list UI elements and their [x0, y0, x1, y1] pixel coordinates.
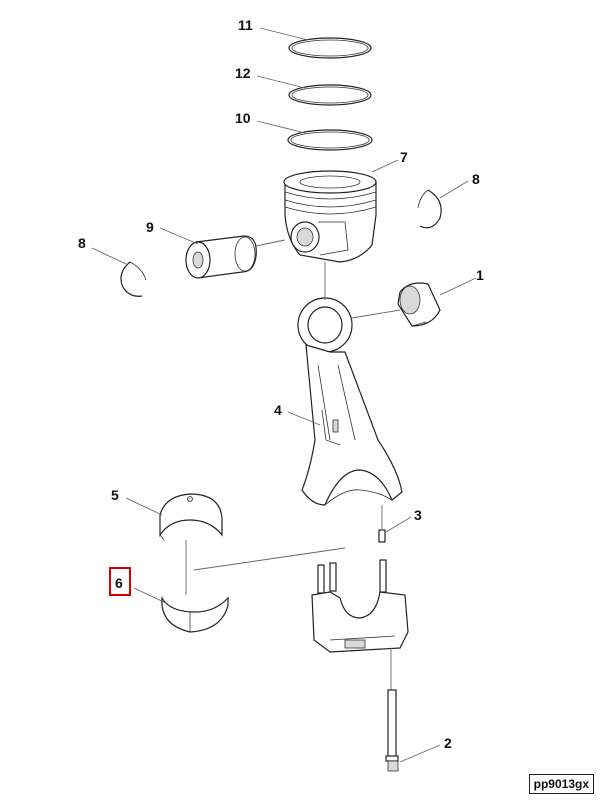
- part-5-upper-bearing-shell[interactable]: [159, 493, 223, 541]
- callout-10[interactable]: 10: [235, 110, 251, 126]
- bushing-axis-line: [351, 309, 401, 319]
- callout-2[interactable]: 2: [444, 735, 452, 751]
- leader-12: [256, 75, 306, 89]
- callout-8-left[interactable]: 8: [78, 235, 86, 251]
- callout-8-right[interactable]: 8: [472, 171, 480, 187]
- leader-11: [259, 27, 309, 41]
- callout-7[interactable]: 7: [400, 149, 408, 165]
- callout-4[interactable]: 4: [274, 402, 282, 418]
- connecting-rod-cap[interactable]: [311, 559, 409, 653]
- leader-1: [439, 277, 477, 296]
- callout-11[interactable]: 11: [238, 17, 253, 33]
- leader-9: [159, 227, 199, 245]
- leader-5: [125, 497, 163, 516]
- leader-6: [133, 587, 169, 605]
- callout-12[interactable]: 12: [235, 65, 251, 81]
- part-12-piston-ring[interactable]: [288, 84, 372, 106]
- pin-axis-line: [255, 239, 286, 247]
- leader-8-right: [439, 180, 469, 199]
- part-3-dowel-pin[interactable]: [378, 529, 386, 543]
- part-9-piston-pin[interactable]: [185, 235, 257, 279]
- callout-1[interactable]: 1: [476, 267, 484, 283]
- callout-6-highlight-box: [109, 567, 131, 596]
- part-7-piston[interactable]: [283, 170, 377, 263]
- part-2-connecting-rod-bolt[interactable]: [385, 689, 399, 772]
- callout-9[interactable]: 9: [146, 219, 154, 235]
- part-11-piston-ring[interactable]: [288, 37, 372, 59]
- leader-2: [399, 744, 441, 763]
- leader-4: [287, 411, 321, 426]
- part-10-piston-ring[interactable]: [287, 129, 373, 151]
- drawing-code-label: pp9013gx: [528, 774, 594, 794]
- leader-7: [371, 159, 399, 173]
- callout-3[interactable]: 3: [414, 507, 422, 523]
- part-4-connecting-rod[interactable]: [297, 297, 403, 506]
- leader-3: [385, 516, 412, 533]
- part-8-retaining-ring-right[interactable]: [417, 189, 442, 229]
- callout-6[interactable]: 6: [115, 575, 123, 591]
- part-6-lower-bearing-shell[interactable]: [161, 595, 229, 633]
- cap-axis-line: [193, 547, 346, 571]
- leader-10: [256, 120, 306, 134]
- leader-8-left: [91, 247, 127, 265]
- part-1-connecting-rod-bushing[interactable]: [397, 282, 441, 327]
- part-8-retaining-ring-left[interactable]: [120, 261, 147, 297]
- callout-5[interactable]: 5: [111, 487, 119, 503]
